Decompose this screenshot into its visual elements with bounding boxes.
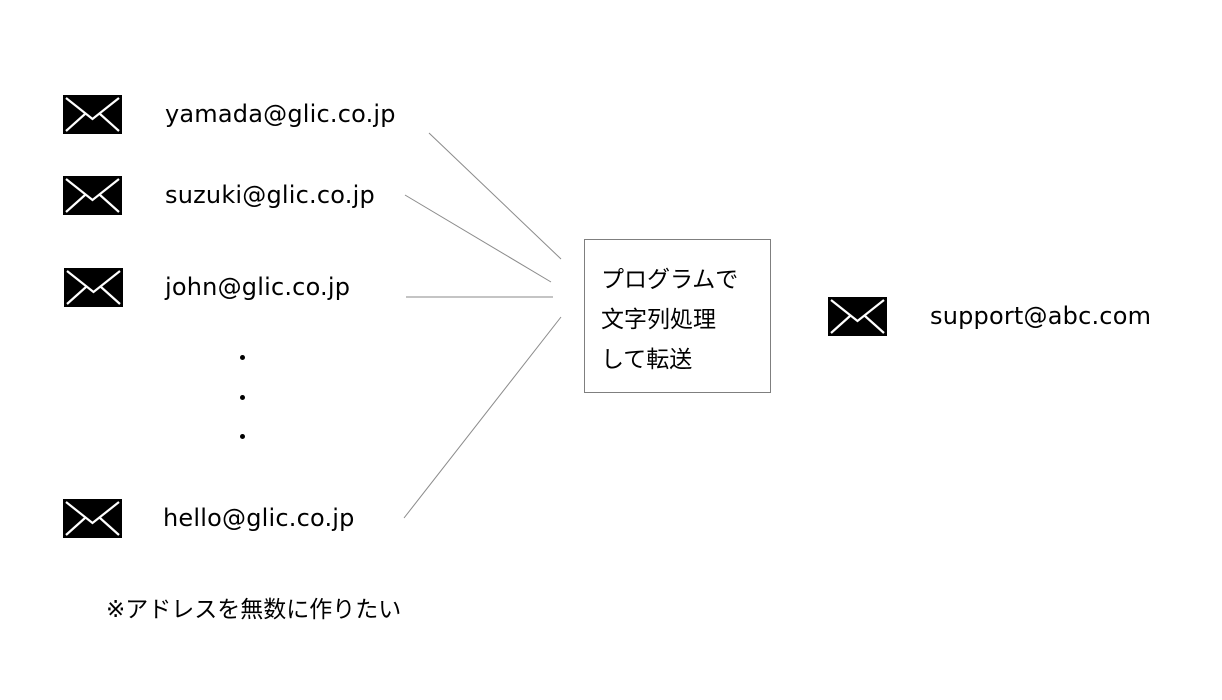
process-line: プログラムで — [601, 267, 739, 293]
ellipsis: ・ ・ ・ — [236, 346, 252, 446]
envelope-icon — [828, 297, 887, 336]
footnote: ※アドレスを無数に作りたい — [106, 597, 402, 623]
process-line: 文字列処理 — [601, 307, 716, 333]
envelope-icon — [63, 176, 122, 215]
envelope-icon — [63, 95, 122, 134]
process-line: して転送 — [601, 347, 693, 373]
connector-suzuki — [404, 194, 552, 283]
target-address: support@abc.com — [930, 302, 1152, 330]
source-address-john: john@glic.co.jp — [165, 273, 351, 301]
envelope-icon — [63, 499, 122, 538]
source-address-suzuki: suzuki@glic.co.jp — [165, 181, 375, 209]
source-address-hello: hello@glic.co.jp — [163, 504, 355, 532]
envelope-icon — [64, 268, 123, 307]
ellipsis-dot-mark — [240, 395, 245, 400]
ellipsis-dot-mark — [240, 355, 245, 360]
connector-yamada — [428, 132, 562, 260]
ellipsis-dot: ・ — [236, 386, 256, 406]
connector-hello — [403, 316, 562, 519]
ellipsis-dot: ・ — [236, 425, 256, 445]
source-address-yamada: yamada@glic.co.jp — [165, 100, 396, 128]
ellipsis-dot: ・ — [236, 346, 256, 366]
ellipsis-dot-mark — [240, 434, 245, 439]
process-box: プログラムで 文字列処理 して転送 — [584, 239, 771, 393]
